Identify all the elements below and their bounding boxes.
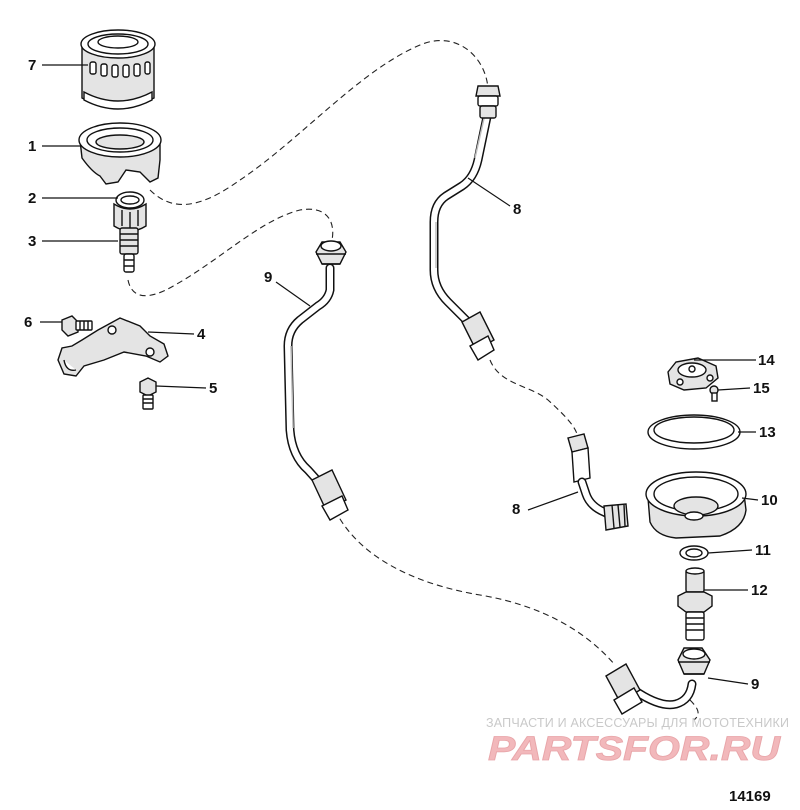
callout-8-upper: 8 bbox=[513, 201, 521, 218]
callout-15: 15 bbox=[753, 380, 770, 397]
callout-9-right: 9 bbox=[751, 676, 759, 693]
callout-3: 3 bbox=[28, 233, 36, 250]
callout-5: 5 bbox=[209, 380, 217, 397]
figure-number: 14169 bbox=[729, 788, 771, 805]
hose-fitting bbox=[119, 227, 139, 273]
oil-line-9-right bbox=[605, 647, 711, 715]
bolt-6 bbox=[61, 315, 93, 337]
watermark-logo-text: PARTSFOR.RU bbox=[488, 730, 782, 768]
callout-8-lower: 8 bbox=[512, 501, 520, 518]
callout-10: 10 bbox=[761, 492, 778, 509]
filter-adapter-base bbox=[645, 471, 747, 539]
adapter-cap bbox=[667, 357, 719, 391]
callout-12: 12 bbox=[751, 582, 768, 599]
leader-lines bbox=[40, 64, 759, 685]
sealing-ring bbox=[647, 414, 741, 450]
callout-2: 2 bbox=[28, 190, 36, 207]
washer bbox=[679, 545, 709, 561]
oil-line-8-lower bbox=[567, 433, 629, 531]
callout-13: 13 bbox=[759, 424, 776, 441]
routing-dashed-lines bbox=[127, 40, 699, 721]
callout-7: 7 bbox=[28, 57, 36, 74]
bolt-5 bbox=[139, 377, 157, 410]
mounting-bracket bbox=[57, 317, 169, 377]
oil-line-8-upper bbox=[429, 85, 501, 361]
filter-adapter bbox=[78, 122, 162, 185]
callout-11: 11 bbox=[755, 542, 771, 559]
watermark-logo: PARTSFOR.RU bbox=[488, 730, 782, 768]
oil-line-9-left bbox=[283, 240, 349, 521]
callout-6: 6 bbox=[24, 314, 32, 331]
adapter-fitting bbox=[677, 567, 713, 641]
callout-labels: 7 1 2 3 6 4 5 8 9 8 14 15 13 10 11 12 9 bbox=[24, 57, 778, 693]
oil-filter bbox=[80, 29, 156, 110]
callout-14: 14 bbox=[758, 352, 775, 369]
connector-nut bbox=[113, 191, 147, 232]
screw-15 bbox=[709, 385, 719, 402]
watermark-caption: ЗАПЧАСТИ И АКСЕССУАРЫ ДЛЯ МОТОТЕХНИКИ bbox=[486, 716, 790, 730]
callout-4: 4 bbox=[197, 326, 206, 343]
callout-9-left: 9 bbox=[264, 269, 272, 286]
callout-1: 1 bbox=[28, 138, 36, 155]
